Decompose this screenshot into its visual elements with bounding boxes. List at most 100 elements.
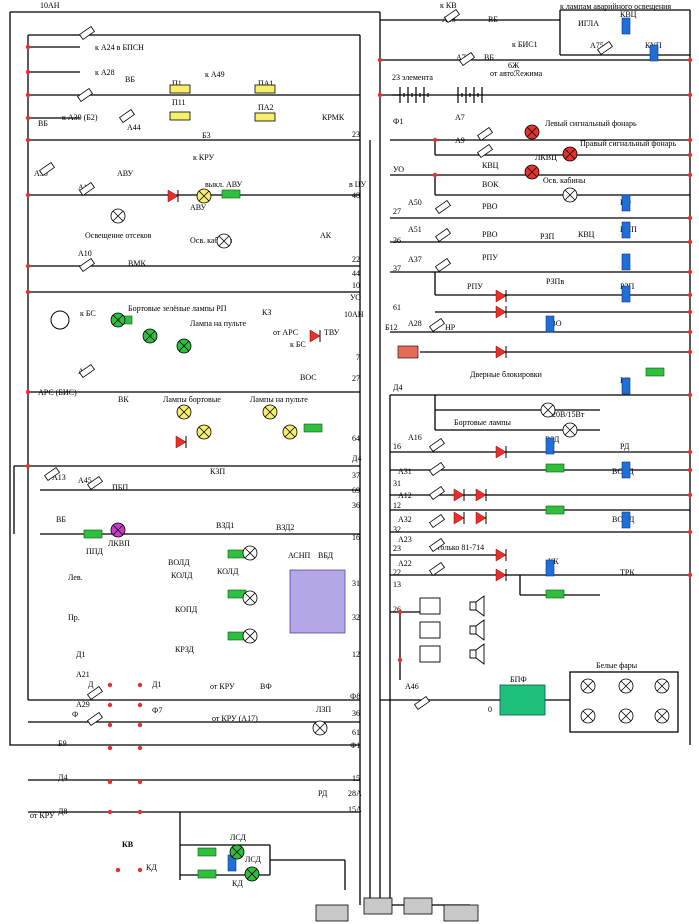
relay-coil-0 [621,17,631,35]
wire-number-18: 12 [352,650,360,659]
diode-2 [309,329,321,343]
label-left-28: КЗ [262,308,271,317]
kv-contact-3 [137,702,143,708]
node-32 [397,609,403,615]
diode-5 [495,345,507,359]
label-right-10: ВБ [484,53,494,62]
label-right-37: РПУ [467,282,483,291]
label-right-11: 6Ж [508,61,520,70]
lamp-2-x [526,166,538,178]
diode-10 [475,511,487,525]
label-left-70: Ф7 [152,706,162,715]
node-30 [687,529,693,535]
resistor-0 [645,367,665,377]
label-left-37: Лампы на пульте [250,395,308,404]
diode-11 [495,548,507,562]
label-right-13: от автоℛежима [490,69,543,78]
lamp-23-x [582,680,594,692]
node-22 [687,292,693,298]
asnp-block [289,569,346,634]
label-right-40: 61 [393,303,401,312]
wire-number-14: 36 [352,501,360,510]
label-right-14: Ф1 [393,117,403,126]
node-5 [25,192,31,198]
lamp-28-x [656,710,668,722]
node-0 [25,44,31,50]
wire-number-19: Ф8 [350,692,360,701]
label-left-8: П11 [172,98,185,107]
label-right-54: РД [620,442,630,451]
fuse-17 [428,317,446,333]
label-left-13: КРМК [322,113,345,122]
label-right-34: А37 [408,255,422,264]
label-right-72: А46 [405,682,419,691]
fuse-12 [476,126,494,142]
label-left-69: ВФ [260,682,272,691]
lamp-22-x [564,424,576,436]
node-18 [687,172,693,178]
wire-number-17: 32 [352,613,360,622]
label-right-31: РЗП [540,232,555,241]
relay-coil-6 [545,315,555,333]
label-right-24: А50 [408,198,422,207]
label-left-60: Д [88,680,94,689]
node-8 [25,389,31,395]
label-right-50: 120В/15Вт [548,410,585,419]
label-left-50: Лев. [68,573,83,582]
lamp-16-x [244,592,256,604]
label-right-20: ЛКВЦ [535,153,557,162]
label-left-6: ПА1 [258,79,274,88]
wire-number-4: 44 [352,269,360,278]
node-33 [397,657,403,663]
transformer-2 [419,645,441,663]
label-left-43: ЛКВП [108,539,130,548]
diode-7 [453,488,465,502]
label-right-67: А22 [398,559,412,568]
label-right-66: 22 [393,568,401,577]
node-6 [25,263,31,269]
fuse-9 [443,8,461,24]
label-left-67: Д1 [152,680,161,689]
fuse-26 [86,711,104,727]
lamp-27-x [620,710,632,722]
node-16 [687,137,693,143]
fuse-2 [118,108,136,124]
resistor-7 [83,529,103,539]
diode-0 [167,189,179,203]
label-right-49: Бортовые лампы [454,418,511,427]
label-right-29: 36 [393,236,401,245]
label-left-57: КРЗД [175,645,194,654]
label-left-4: П1 [172,79,182,88]
sk2-box [403,897,433,915]
wire-number-8: 7 [356,353,360,362]
label-right-60: А32 [398,515,412,524]
node-19 [687,215,693,221]
label-right-2: ВБ [488,15,498,24]
label-right-25: 27 [393,207,401,216]
label-left-1: к А24 в БПСН [95,43,144,52]
node-4 [25,137,31,143]
kv-contact-5 [137,722,143,728]
label-right-55: А31 [398,467,412,476]
label-left-20: Освещение отсеков [85,231,152,240]
kv-contact-12 [115,867,121,873]
fuse-18 [428,437,446,453]
relay-coil-11 [545,559,555,577]
kv-contact-13 [137,867,143,873]
speaker-0 [469,595,485,617]
label-right-59: 12 [393,501,401,510]
label-right-4: к лампам аварийного освещения [560,2,671,11]
wire-number-20: 36 [352,709,360,718]
diode-6 [495,445,507,459]
label-right-51: 16 [393,442,401,451]
label-right-70: 13 [393,580,401,589]
node-23 [687,309,693,315]
wire-number-3: 22 [352,255,360,264]
label-right-73: БПФ [510,675,527,684]
kv-contact-8 [107,779,113,785]
lamp-1-x [564,148,576,160]
label-left-59: А21 [76,670,90,679]
yellow-fuse-0 [169,84,191,94]
